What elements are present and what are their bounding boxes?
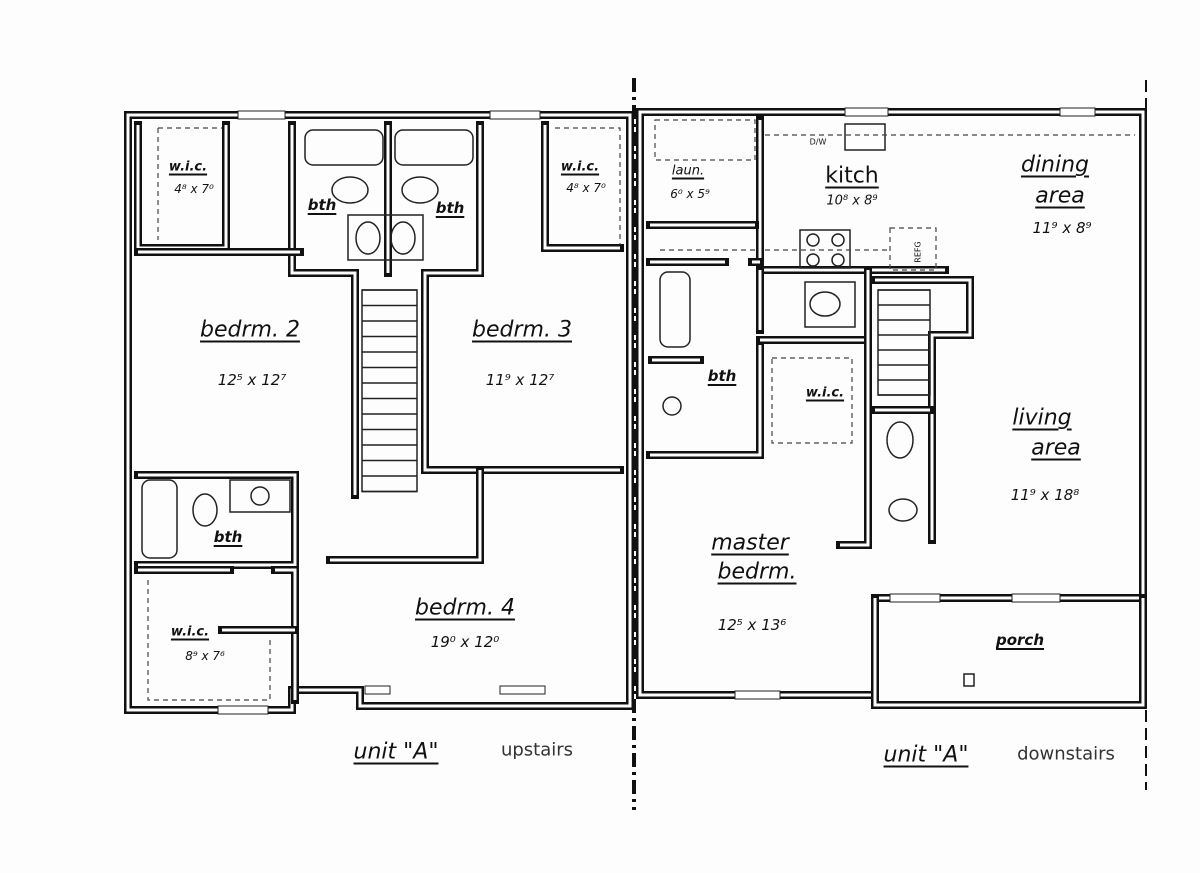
room-dim-wic-1: 4⁸ x 7⁰ — [174, 182, 214, 196]
walls — [124, 107, 1147, 715]
staircase — [877, 289, 931, 396]
caption-upstairs-level: upstairs — [500, 739, 574, 761]
wall-segment-inner — [840, 270, 870, 547]
room-dim-bedroom-2: 12⁵ x 12⁷ — [217, 371, 287, 389]
dishwasher-label: D/W — [809, 137, 827, 147]
caption-downstairs-unit: unit "A" — [883, 742, 969, 768]
wall-segment-inner — [423, 125, 620, 472]
room-label-living-area: area — [1031, 435, 1081, 461]
wall-segment — [124, 111, 634, 714]
wall-segment-inner — [760, 280, 870, 342]
room-dim-bedroom-3: 11⁹ x 12⁷ — [485, 371, 555, 389]
wall-segment — [288, 121, 359, 499]
room-dim-living: 11⁹ x 18⁸ — [1010, 486, 1080, 504]
window — [844, 107, 889, 117]
room-label-wic-4: w.i.c. — [805, 385, 845, 401]
window — [734, 690, 781, 700]
wall-segment-inner — [875, 278, 972, 540]
window — [499, 685, 546, 695]
wall-segment-inner — [873, 598, 1145, 707]
wall-segment — [836, 266, 872, 549]
window — [889, 593, 941, 603]
room-label-laundry: laun. — [671, 163, 705, 179]
room-dim-bedroom-4: 19⁰ x 12⁰ — [430, 633, 500, 651]
room-label-bath-1: bth — [307, 196, 337, 214]
window — [217, 705, 269, 715]
room-label-dining-area: area — [1035, 183, 1085, 209]
room-dim-laundry: 6⁰ x 5⁹ — [670, 187, 710, 201]
room-label-bath-2: bth — [435, 199, 465, 217]
staircase — [361, 289, 418, 493]
room-label-dining: dining — [1020, 152, 1090, 178]
room-label-wic-2: w.i.c. — [560, 159, 600, 175]
wall-segment-inner — [543, 125, 620, 250]
fixtures — [141, 119, 1135, 701]
room-label-bedroom-2: bedrm. 2 — [200, 317, 300, 343]
room-label-master-bedroom: bedrm. — [717, 559, 797, 585]
room-label-wic-1: w.i.c. — [168, 159, 208, 175]
room-label-porch: porch — [995, 631, 1045, 649]
room-label-bath-4: bth — [707, 367, 737, 385]
wall-segment — [421, 121, 624, 474]
fridge-label: REFG — [913, 241, 923, 263]
wall-segment — [134, 566, 299, 704]
wall-segment-inner — [138, 568, 297, 700]
wall-segment — [756, 276, 872, 344]
room-label-master: master — [711, 530, 789, 556]
room-dim-kitchen: 10⁸ x 8⁹ — [826, 193, 878, 209]
room-label-living: living — [1012, 405, 1072, 431]
wall-segment-inner — [126, 113, 632, 712]
window — [237, 110, 286, 120]
room-label-wic-3: w.i.c. — [170, 624, 210, 640]
room-dim-dining: 11⁹ x 8⁹ — [1032, 219, 1092, 237]
wall-segment-inner — [330, 470, 482, 562]
room-label-bedroom-3: bedrm. 3 — [472, 317, 572, 343]
wall-segment-inner — [650, 270, 762, 457]
caption-upstairs-unit: unit "A" — [353, 739, 439, 765]
room-label-bedroom-4: bedrm. 4 — [415, 595, 515, 621]
window — [489, 110, 541, 120]
room-label-bath-3: bth — [213, 528, 243, 546]
window — [1011, 593, 1061, 603]
window — [1059, 107, 1096, 117]
wall-segment-inner — [290, 125, 357, 495]
room-dim-master: 12⁵ x 13⁶ — [717, 616, 787, 634]
room-dim-wic-2: 4⁸ x 7⁰ — [566, 181, 606, 195]
room-label-kitchen: kitch — [825, 163, 879, 189]
wall-segment — [134, 471, 299, 569]
wall-segment — [871, 594, 1147, 709]
window — [364, 685, 391, 695]
caption-downstairs-level: downstairs — [1017, 743, 1115, 765]
wall-segment-inner — [138, 473, 297, 567]
room-dim-wic-3: 8⁹ x 7⁶ — [185, 649, 225, 663]
